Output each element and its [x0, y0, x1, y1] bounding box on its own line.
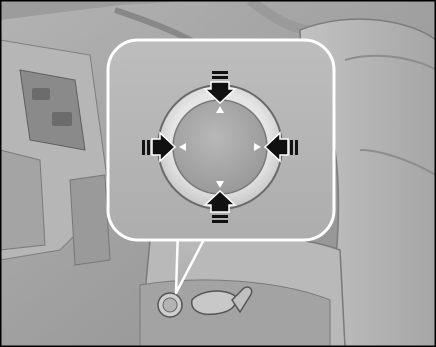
- arrow-bar: [147, 140, 150, 155]
- arrow-bar: [212, 76, 228, 79]
- door-trim: [70, 175, 110, 265]
- lumbar-switch-center: [163, 298, 177, 312]
- arrow-bar: [142, 140, 145, 155]
- arrow-bar: [212, 220, 228, 223]
- arrow-bar: [295, 140, 298, 155]
- arrow-bar: [212, 71, 228, 74]
- door-switch-panel: [20, 70, 85, 150]
- arrow-bar: [290, 140, 293, 155]
- arrow-bar: [212, 215, 228, 218]
- window-switch: [52, 112, 72, 126]
- window-switch: [32, 88, 50, 100]
- switch-inner-button: [173, 100, 267, 194]
- door-pocket: [0, 150, 45, 250]
- seat-adjust-switch[interactable]: [192, 291, 236, 314]
